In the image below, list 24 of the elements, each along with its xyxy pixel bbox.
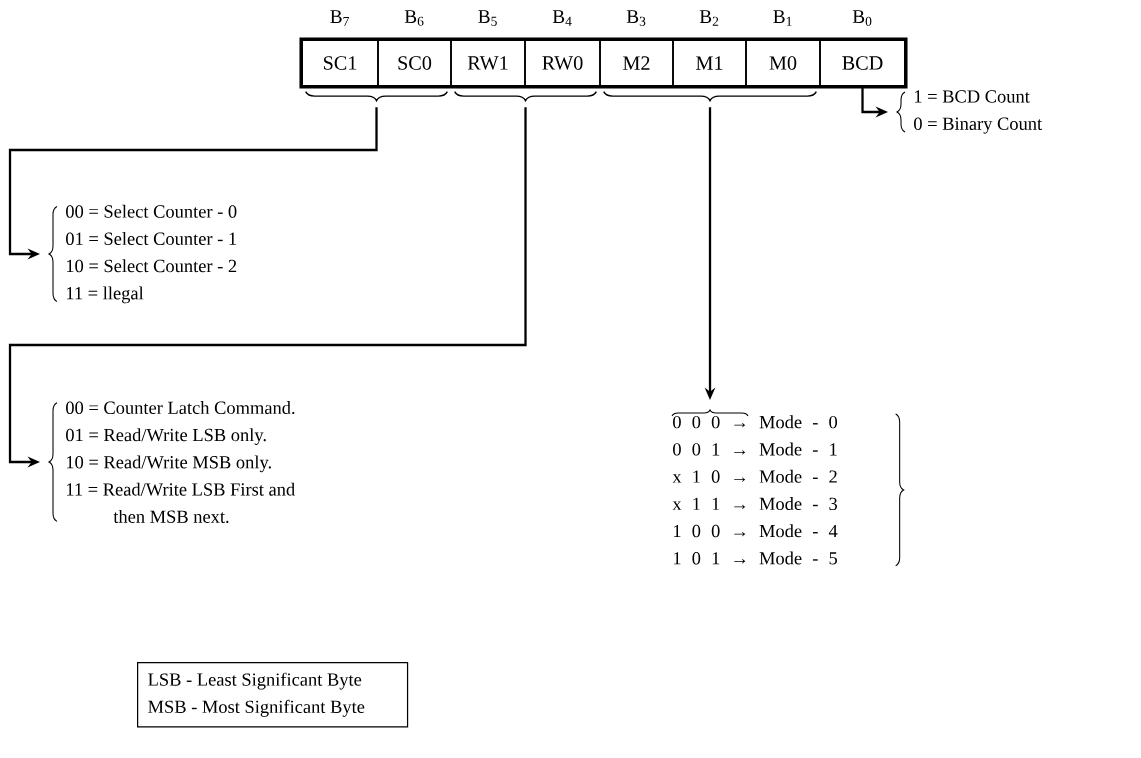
bit-label: B$_{5}$ xyxy=(478,10,497,26)
key-box: LSB - Least Significant Byte MSB - Most Significant Byte xyxy=(137,662,409,728)
bit-label: B$_{3}$ xyxy=(626,10,646,26)
register-cell: M1 xyxy=(672,39,747,87)
register-cell: RW1 xyxy=(450,39,526,87)
bit-label: B$_{2}$ xyxy=(699,10,719,26)
register-cell: RW0 xyxy=(524,39,601,87)
brace xyxy=(602,90,818,102)
bit-label: B$_{0}$ xyxy=(852,10,872,26)
bit-label: B$_{6}$ xyxy=(404,10,424,26)
bit-label: B$_{7}$ xyxy=(330,10,349,26)
register-cell: M2 xyxy=(599,39,674,87)
option-list: 00 = Select Counter - 0 01 = Select Counter - 1 10 = Select Counter - 2 11 = llegal xyxy=(48,204,237,304)
bit-label: B$_{1}$ xyxy=(773,10,792,26)
brace xyxy=(304,90,449,102)
bit-label: B$_{4}$ xyxy=(552,10,572,26)
option-list: 1 = BCD Count 0 = Binary Count xyxy=(896,90,1043,134)
register-cell: SC0 xyxy=(377,39,452,87)
option-list: 00 = Counter Latch Command. 01 = Read/Write LSB only. 10 = Read/Write MSB only. 11 = Read/Write LSB First and then MSB next. xyxy=(48,401,295,523)
node-label: SC1 xyxy=(323,56,357,70)
mode-table: 0 0 0 → Mode - 0 0 0 1 → Mode - 1 x 1 0 → Mode - 2 x 1 1 → Mode - 3 1 0 0 → Mode - 4 1 0 1 → Mode - 5 xyxy=(671,409,905,567)
brace xyxy=(453,90,598,102)
register-cell: M0 xyxy=(745,39,821,87)
register-cell: BCD xyxy=(819,39,906,87)
